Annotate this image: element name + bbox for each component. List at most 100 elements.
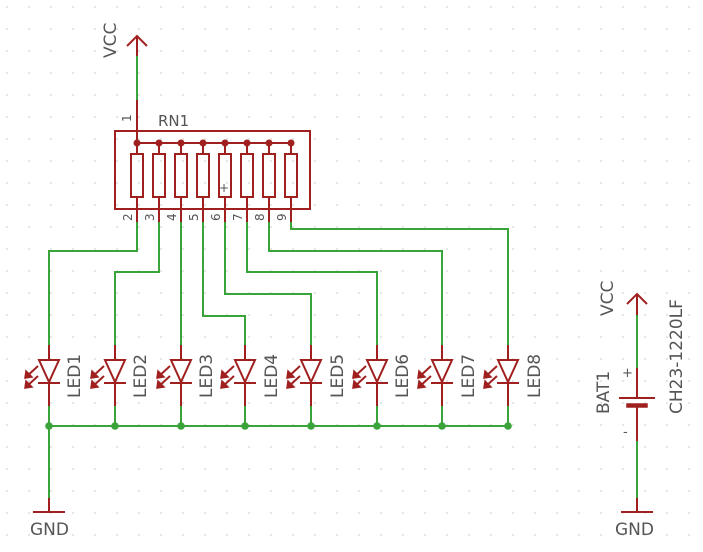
grid-dot [490,490,492,492]
grid-dot [578,160,580,162]
grid-dot [622,182,624,184]
grid-dot [468,534,470,536]
grid-dot [50,402,52,404]
grid-dot [534,94,536,96]
ground-bus-junction [504,422,512,430]
grid-dot [358,28,360,30]
grid-dot [314,490,316,492]
grid-dot [644,270,646,272]
grid-dot [204,534,206,536]
grid-dot [226,226,228,228]
grid-dot [424,94,426,96]
grid-dot [138,182,140,184]
grid-dot [490,28,492,30]
gnd-right-label: GND [615,520,654,540]
grid-dot [270,72,272,74]
grid-dot [688,446,690,448]
grid-dot [556,6,558,8]
grid-dot [72,446,74,448]
grid-dot [116,94,118,96]
vcc-top-label: VCC [101,23,121,58]
grid-dot [578,512,580,514]
grid-dot [138,138,140,140]
grid-dot [578,336,580,338]
grid-dot [666,534,668,536]
grid-dot [138,314,140,316]
grid-dot [28,116,30,118]
grid-dot [556,424,558,426]
grid-dot [182,314,184,316]
grid-dot [314,94,316,96]
grid-dot [600,512,602,514]
grid-dot [94,402,96,404]
grid-dot [446,226,448,228]
grid-dot [72,94,74,96]
grid-dot [622,534,624,536]
grid-dot [358,248,360,250]
vcc-right-label: VCC [598,281,618,316]
grid-dot [204,468,206,470]
grid-dot [644,116,646,118]
grid-dot [182,50,184,52]
light-emission-arrow-icon [286,369,296,379]
grid-dot [380,490,382,492]
grid-dot [248,490,250,492]
led-diode-icon [417,345,454,426]
grid-dot [380,160,382,162]
grid-dot [490,534,492,536]
grid-dot [534,534,536,536]
grid-dot [138,534,140,536]
grid-dot [468,226,470,228]
grid-dot [490,512,492,514]
grid-dot [28,402,30,404]
grid-dot [556,534,558,536]
grid-dot [116,28,118,30]
grid-dot [248,6,250,8]
grid-dot [314,292,316,294]
grid-dot [270,248,272,250]
grid-dot [270,226,272,228]
grid-dot [28,160,30,162]
grid-dot [270,204,272,206]
grid-dot [336,358,338,360]
ground-bus-junction [241,422,249,430]
grid-dot [468,270,470,272]
battery-part-label: CH23-1220LF [667,299,687,414]
led-diode-icon [483,345,520,426]
grid-dot [578,204,580,206]
grid-dot [314,138,316,140]
grid-dot [644,226,646,228]
grid-dot [446,380,448,382]
grid-dot [182,160,184,162]
grid-dot [204,226,206,228]
grid-dot [622,248,624,250]
grid-dot [512,116,514,118]
grid-dot [314,116,316,118]
grid-dot [358,358,360,360]
grid-dot [578,468,580,470]
grid-dot [468,160,470,162]
grid-dot [50,270,52,272]
grid-dot [358,72,360,74]
grid-dot [556,116,558,118]
grid-dot [314,380,316,382]
grid-dot [270,116,272,118]
grid-dot [644,248,646,250]
grid-dot [644,160,646,162]
grid-dot [512,226,514,228]
grid-dot [666,490,668,492]
grid-dot [512,72,514,74]
grid-dot [160,116,162,118]
grid-dot [578,358,580,360]
grid-dot [292,28,294,30]
grid-dot [468,204,470,206]
grid-dot [468,182,470,184]
grid-dot [204,512,206,514]
grid-dot [292,226,294,228]
grid-dot [28,314,30,316]
grid-dot [556,336,558,338]
grid-dot [402,116,404,118]
grid-dot [50,534,52,536]
grid-dot [226,380,228,382]
